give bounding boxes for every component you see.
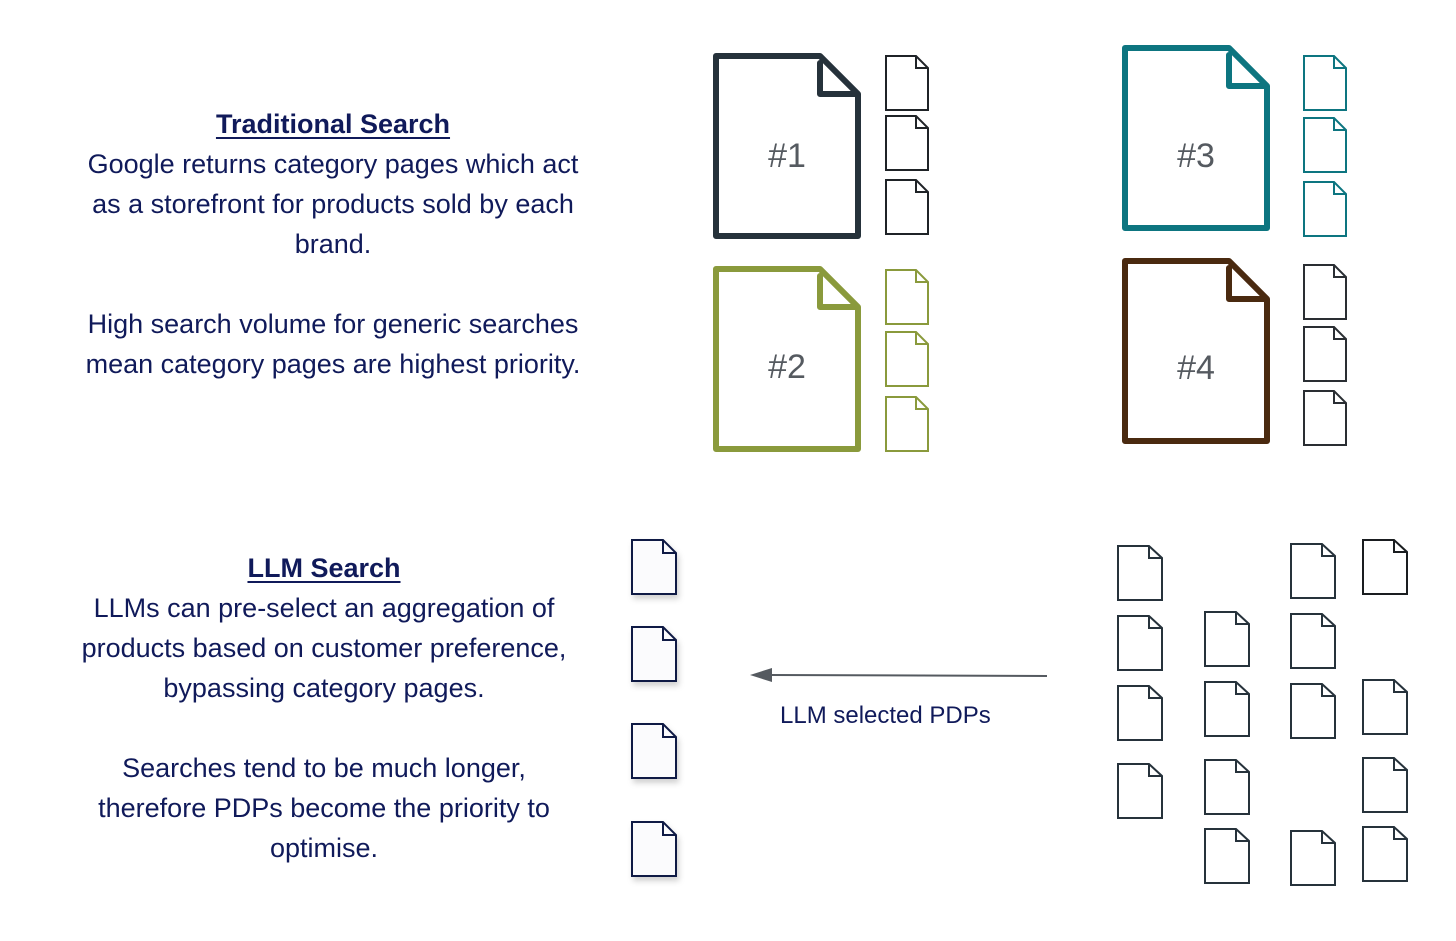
traditional-line: High search volume for generic searches — [87, 309, 579, 339]
document-icon — [1290, 613, 1336, 669]
llm-line: products based on customer preference, — [81, 633, 567, 663]
llm-line: Searches tend to be much longer, — [122, 753, 526, 783]
document-icon — [1303, 181, 1347, 237]
document-icon — [1303, 264, 1347, 320]
document-icon — [1362, 826, 1408, 882]
pdp-pool-item — [1362, 757, 1408, 813]
document-icon — [1303, 390, 1347, 446]
category-page-2: #2 — [713, 266, 861, 452]
traditional-search-title: Traditional Search — [215, 109, 451, 139]
llm-line: bypassing category pages. — [163, 673, 485, 703]
document-icon — [1362, 679, 1408, 735]
document-icon — [1303, 117, 1347, 173]
pdp-pool-item — [1290, 613, 1336, 669]
arrow-left — [750, 665, 1050, 690]
arrow-left-icon — [750, 668, 1048, 682]
arrow-label: LLM selected PDPs — [780, 702, 991, 729]
document-icon — [885, 396, 929, 452]
selected-pdp — [631, 626, 677, 682]
category-rank-label: #1 — [768, 137, 806, 175]
document-icon — [1290, 683, 1336, 739]
category-rank-label: #3 — [1177, 137, 1215, 175]
traditional-search-text: Traditional Search Google returns catego… — [30, 104, 636, 384]
llm-line: optimise. — [269, 833, 379, 863]
document-icon — [885, 331, 929, 387]
pdp-pool-item — [1290, 543, 1336, 599]
document-icon — [713, 53, 861, 239]
document-icon — [1117, 545, 1163, 601]
document-icon — [1122, 45, 1270, 231]
product-page — [885, 115, 929, 171]
document-icon — [1204, 759, 1250, 815]
document-icon — [631, 723, 677, 779]
pdp-pool-item — [1204, 681, 1250, 737]
pdp-pool-item — [1117, 763, 1163, 819]
product-page — [1303, 117, 1347, 173]
product-page — [1303, 264, 1347, 320]
category-page-3: #3 — [1122, 45, 1270, 231]
product-page — [885, 269, 929, 325]
document-icon — [1303, 326, 1347, 382]
selected-pdp — [631, 539, 677, 595]
pdp-pool-item — [1362, 679, 1408, 735]
product-page — [1303, 326, 1347, 382]
document-icon — [631, 539, 677, 595]
product-page — [885, 55, 929, 111]
pdp-pool-item — [1290, 683, 1336, 739]
selected-pdp — [631, 821, 677, 877]
selected-pdp — [631, 723, 677, 779]
document-icon — [1117, 763, 1163, 819]
traditional-line: mean category pages are highest priority… — [85, 349, 581, 379]
document-icon — [1362, 539, 1408, 595]
document-icon — [885, 269, 929, 325]
pdp-pool-item — [1204, 759, 1250, 815]
traditional-line: Google returns category pages which act — [87, 149, 579, 179]
document-icon — [885, 179, 929, 235]
pdp-pool-item — [1117, 685, 1163, 741]
document-icon — [1362, 757, 1408, 813]
traditional-line: as a storefront for products sold by eac… — [92, 189, 574, 219]
document-icon — [1204, 681, 1250, 737]
llm-line: LLMs can pre-select an aggregation of — [93, 593, 555, 623]
llm-line: therefore PDPs become the priority to — [98, 793, 550, 823]
document-icon — [1303, 55, 1347, 111]
pdp-pool-item — [1204, 828, 1250, 884]
document-icon — [1290, 543, 1336, 599]
traditional-line: brand. — [294, 229, 372, 259]
document-icon — [713, 266, 861, 452]
document-icon — [1117, 615, 1163, 671]
llm-search-title: LLM Search — [247, 553, 401, 583]
document-icon — [1122, 258, 1270, 444]
document-icon — [885, 115, 929, 171]
category-page-1: #1 — [713, 53, 861, 239]
product-page — [885, 396, 929, 452]
product-page — [885, 179, 929, 235]
document-icon — [631, 821, 677, 877]
document-icon — [1204, 828, 1250, 884]
product-page — [1303, 55, 1347, 111]
pdp-pool-item — [1204, 611, 1250, 667]
pdp-pool-item — [1290, 830, 1336, 886]
document-icon — [885, 55, 929, 111]
product-page — [885, 331, 929, 387]
pdp-pool-item — [1362, 539, 1408, 595]
category-page-4: #4 — [1122, 258, 1270, 444]
document-icon — [631, 626, 677, 682]
product-page — [1303, 390, 1347, 446]
category-rank-label: #2 — [768, 348, 806, 386]
document-icon — [1204, 611, 1250, 667]
pdp-pool-item — [1117, 615, 1163, 671]
pdp-pool-item — [1117, 545, 1163, 601]
product-page — [1303, 181, 1347, 237]
llm-search-text: LLM Search LLMs can pre-select an aggreg… — [24, 548, 624, 868]
pdp-pool-item — [1362, 826, 1408, 882]
document-icon — [1290, 830, 1336, 886]
document-icon — [1117, 685, 1163, 741]
category-rank-label: #4 — [1177, 349, 1215, 387]
